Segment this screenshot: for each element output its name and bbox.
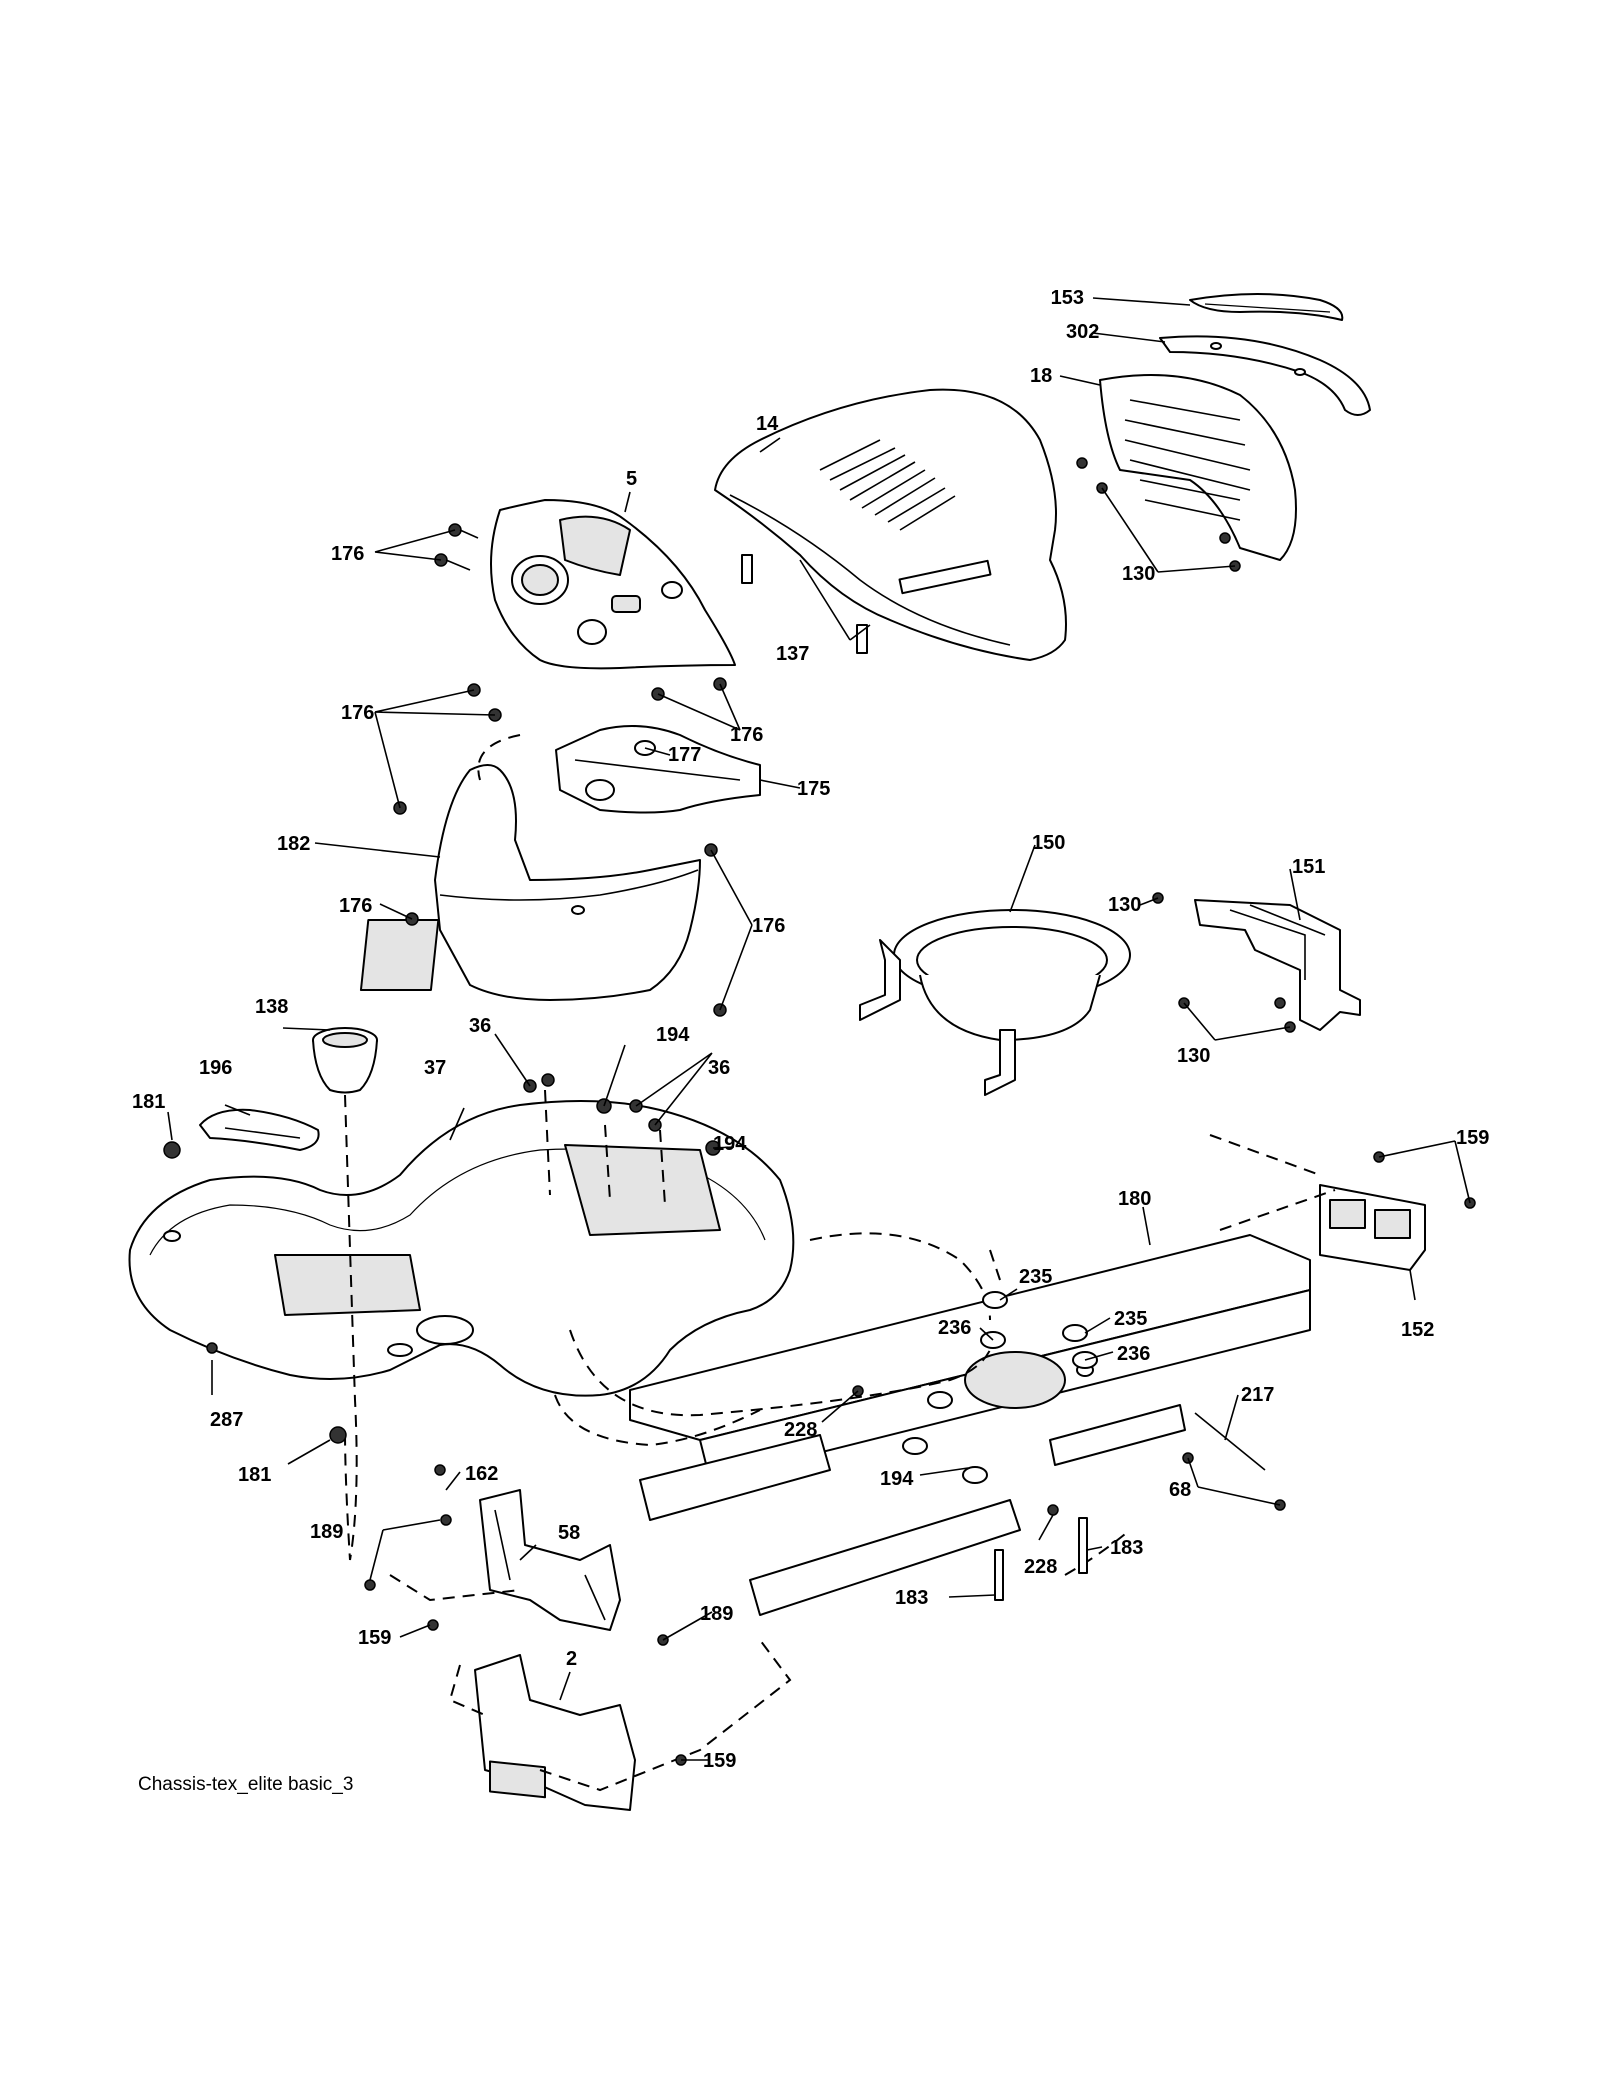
part-37-floor-pan [128,1100,795,1397]
callout-18: 18 [1030,365,1052,387]
callout-176: 176 [730,724,763,746]
part-153-strip [1189,293,1344,321]
callout-177: 177 [668,744,701,766]
callout-236: 236 [1117,1343,1150,1365]
callout-36: 36 [469,1015,491,1037]
callout-176: 176 [339,895,372,917]
callout-236: 236 [938,1317,971,1339]
callout-137: 137 [776,643,809,665]
callout-labels: 153 302 18 14 5 176 130 137 176 176 177 … [132,287,1489,1772]
callout-159: 159 [358,1627,391,1649]
callout-58: 58 [558,1522,580,1544]
callout-189: 189 [310,1521,343,1543]
part-150-bowl [859,909,1131,1096]
part-14-hood [714,388,1067,661]
leader-lines [167,297,1471,1761]
callout-189: 189 [700,1603,733,1625]
callout-68: 68 [1169,1479,1191,1501]
callout-130: 130 [1122,563,1155,585]
callout-14: 14 [756,413,779,435]
assembly-dashed-lines [344,734,1336,1792]
callout-176: 176 [331,543,364,565]
part-151-bracket [1194,899,1361,1031]
callout-152: 152 [1401,1319,1434,1341]
part-180-frame [629,1184,1426,1616]
callout-130: 130 [1108,894,1141,916]
callout-235: 235 [1114,1308,1147,1330]
part-58-bracket [479,1489,621,1631]
callout-235: 235 [1019,1266,1052,1288]
callout-2: 2 [566,1648,577,1670]
callout-196: 196 [199,1057,232,1079]
part-2-bracket [474,1654,636,1811]
callout-302: 302 [1066,321,1099,343]
part-5-dash-panel [490,499,736,670]
callout-217: 217 [1241,1384,1274,1406]
callout-194: 194 [880,1468,914,1490]
callout-37: 37 [424,1057,446,1079]
callout-181: 181 [132,1091,165,1113]
callout-194: 194 [656,1024,690,1046]
diagram-caption: Chassis-tex_elite basic_3 [138,1774,353,1795]
callout-287: 287 [210,1409,243,1431]
part-196-label [199,1108,320,1151]
part-182-lower-dash [359,764,701,1001]
callout-181: 181 [238,1464,271,1486]
callout-183: 183 [895,1587,928,1609]
callout-159: 159 [703,1750,736,1772]
callout-194: 194 [713,1133,747,1155]
callout-176: 176 [752,915,785,937]
callout-180: 180 [1118,1188,1151,1210]
part-302-strip [1159,335,1371,416]
part-18-grille [1099,374,1297,561]
callout-159: 159 [1456,1127,1489,1149]
callout-182: 182 [277,833,310,855]
callout-138: 138 [255,996,288,1018]
part-138-boot [312,1027,378,1094]
callout-130: 130 [1177,1045,1210,1067]
callout-228: 228 [1024,1556,1057,1578]
callout-228: 228 [784,1419,817,1441]
callout-176: 176 [341,702,374,724]
callout-36: 36 [708,1057,730,1079]
callout-5: 5 [626,468,637,490]
callout-153: 153 [1051,287,1084,309]
callout-175: 175 [797,778,830,800]
callout-183: 183 [1110,1537,1143,1559]
callout-151: 151 [1292,856,1325,878]
callout-150: 150 [1032,832,1065,854]
callout-162: 162 [465,1463,498,1485]
